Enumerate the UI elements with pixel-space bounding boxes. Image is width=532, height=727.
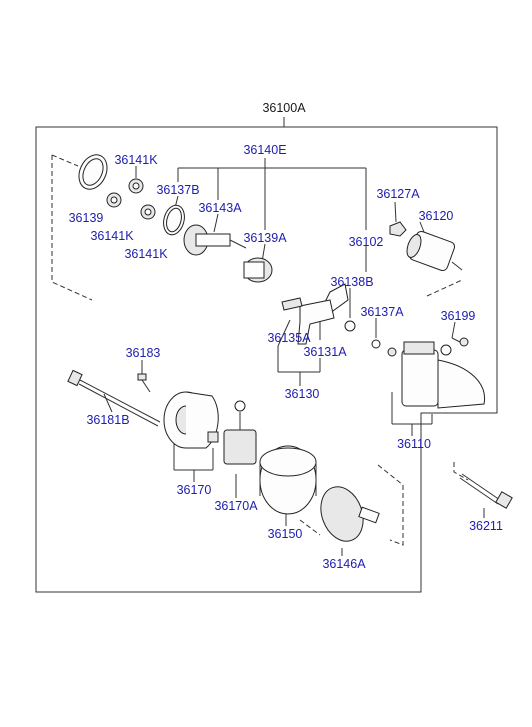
label-36141K-a: 36141K bbox=[114, 153, 158, 167]
label-36140E: 36140E bbox=[243, 143, 286, 157]
nut-36127A bbox=[389, 221, 407, 237]
leader-lines bbox=[103, 166, 485, 556]
screw-36199 bbox=[451, 337, 469, 347]
bolt-36181B bbox=[67, 369, 161, 427]
label-36138B: 36138B bbox=[330, 275, 373, 289]
fork-36131A bbox=[297, 299, 335, 345]
label-36141K-c: 36141K bbox=[124, 247, 168, 261]
gear-36141K-a bbox=[128, 178, 144, 194]
label-36139A: 36139A bbox=[243, 231, 287, 245]
bush-36170 bbox=[207, 431, 219, 443]
label-36146A: 36146A bbox=[322, 557, 366, 571]
brush-36170A bbox=[223, 400, 257, 465]
label-36170A: 36170A bbox=[214, 499, 258, 513]
label-36102: 36102 bbox=[349, 235, 384, 249]
armature-36146A bbox=[320, 486, 380, 542]
small-ring-36110 bbox=[387, 347, 397, 357]
label-36135A: 36135A bbox=[267, 331, 311, 345]
screw-36183 bbox=[137, 373, 151, 393]
label-36131A: 36131A bbox=[303, 345, 347, 359]
assembly-boundary bbox=[35, 117, 498, 593]
label-36183: 36183 bbox=[126, 346, 161, 360]
label-36137B: 36137B bbox=[156, 183, 199, 197]
ring-36137B bbox=[163, 204, 185, 236]
yoke-36150 bbox=[259, 445, 317, 515]
gear-36141K-b bbox=[106, 192, 122, 208]
bolt-36211 bbox=[459, 473, 513, 509]
gear-36141K-c bbox=[140, 204, 156, 220]
kit-bracket bbox=[177, 158, 367, 230]
solenoid-36120 bbox=[406, 230, 463, 272]
label-36139: 36139 bbox=[69, 211, 104, 225]
label-36150: 36150 bbox=[268, 527, 303, 541]
label-36170: 36170 bbox=[177, 483, 212, 497]
label-36199: 36199 bbox=[441, 309, 476, 323]
motor-36110 bbox=[401, 341, 486, 409]
pin-36135A bbox=[281, 297, 303, 311]
label-36141K-b: 36141K bbox=[90, 229, 134, 243]
label-36120: 36120 bbox=[419, 209, 454, 223]
alignment-lines bbox=[51, 154, 469, 546]
label-36181B: 36181B bbox=[86, 413, 129, 427]
shaft-36143A bbox=[183, 224, 247, 256]
ring-36137A bbox=[344, 320, 381, 349]
label-36137A: 36137A bbox=[360, 305, 404, 319]
label-36211: 36211 bbox=[469, 519, 503, 533]
clutch-36139A bbox=[243, 257, 273, 283]
label-36143A: 36143A bbox=[198, 201, 242, 215]
label-36110: 36110 bbox=[397, 437, 431, 451]
label-36130: 36130 bbox=[285, 387, 320, 401]
seal-ring-36139 bbox=[78, 154, 108, 190]
label-36127A: 36127A bbox=[376, 187, 420, 201]
label-36100A: 36100A bbox=[262, 101, 306, 115]
